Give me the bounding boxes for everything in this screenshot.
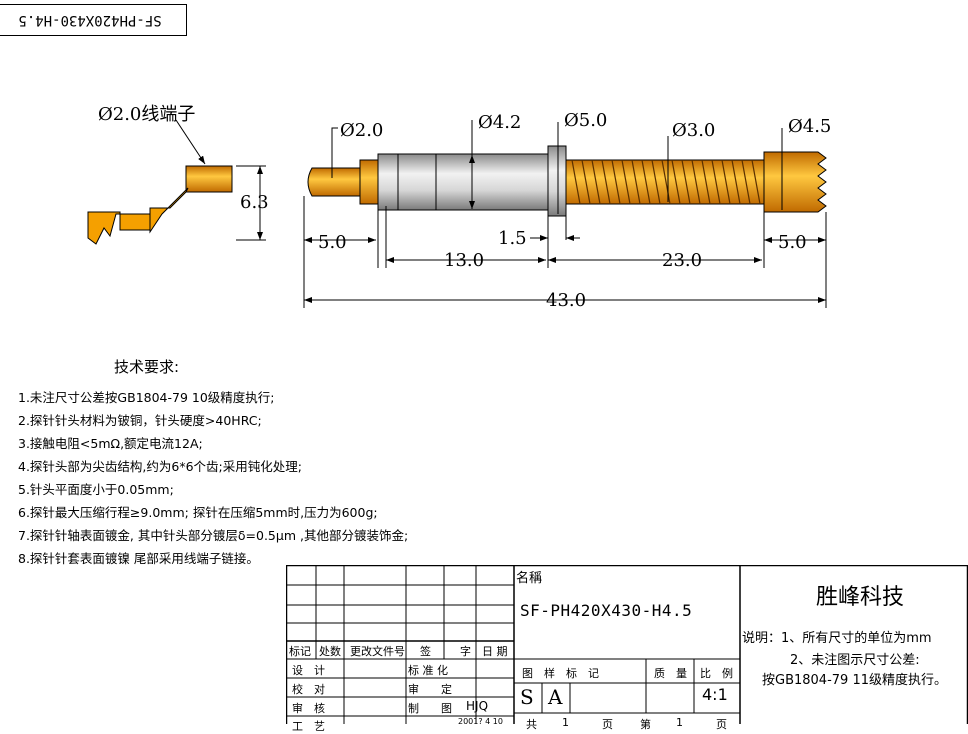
role-drafting: 制 图 [408,702,452,715]
role-design: 设 计 [292,664,325,677]
sheet-no-unit: 页 [716,718,727,731]
sheet-no-label: 第 [640,718,651,731]
spring-coil [751,159,761,205]
terminal-label: Ø2.0线端子 [98,104,195,125]
scale-value: 4:1 [702,685,728,704]
spring-coil [591,159,601,205]
header-sample-mark: 图 样 标 记 [522,667,599,680]
requirement-item: 5.针头平面度小于0.05mm; [18,482,174,497]
role-check: 校 对 [292,683,325,696]
role-process: 工 艺 [292,720,325,733]
rev-header-char: 字 [460,645,471,658]
spring-coil [641,159,651,205]
requirement-item: 2.探针针头材料为铍铜，针头硬度>40HRC; [18,413,262,428]
spring-coil [711,159,721,205]
dim-head-diameter: Ø4.5 [788,116,831,137]
spring-coil [631,159,641,205]
spring-coil [621,159,631,205]
dim-barrel-diameter: Ø4.2 [478,112,521,133]
requirement-item: 6.探针最大压缩行程≥9.0mm; 探针在压缩5mm时,压力为600g; [18,505,378,520]
note-line-2: 2、未注图示尺寸公差: [790,653,920,668]
rev-header-doc: 更改文件号 [350,645,405,658]
role-standard: 标 准 化 [408,664,448,677]
dim-tip-length: 5.0 [318,232,347,253]
spring-coil [601,159,611,205]
header-scale: 比 例 [700,667,733,680]
rev-header-date: 日 期 [482,645,508,658]
spring-coil [731,159,741,205]
dim-spring-diameter: Ø3.0 [672,120,715,141]
spring-coil [741,159,751,205]
mark-a: A [548,685,563,709]
spring-coil [681,159,691,205]
sheet-total-label: 共 [526,718,537,731]
spring-coil [571,159,581,205]
rev-header-sign: 签 [420,645,431,658]
spring-coil [611,159,621,205]
sheet-total: 1 [562,716,569,729]
spring-coil [661,159,671,205]
drafter: HJQ [466,699,489,713]
dim-total-length: 43.0 [546,290,586,311]
dim-collar-length: 1.5 [498,228,527,249]
requirement-item: 4.探针头部为尖齿结构,约为6*6个齿;采用钝化处理; [18,459,302,474]
requirements-list: 1.未注尺寸公差按GB1804-79 10级精度执行; 2.探针针头材料为铍铜，针… [18,386,408,570]
dim-spring-length: 23.0 [662,250,702,271]
spring-coil [721,159,731,205]
role-review: 审 核 [292,702,325,715]
spring-coil [581,159,591,205]
company-name: 胜峰科技 [816,585,905,610]
mirrored-part-code-box [0,4,187,36]
name-label: 名稱 [516,571,543,586]
probe-body [307,145,827,217]
dim-collar-diameter: Ø5.0 [564,110,607,131]
note-line-3: 按GB1804-79 11级精度执行。 [762,673,947,688]
header-mass: 质 量 [654,667,687,680]
requirement-item: 7.探针针轴表面镀金, 其中针头部分镀层δ=0.5μm ,其他部分镀装饰金; [18,528,409,543]
dim-tip-diameter: Ø2.0 [340,120,383,141]
rev-header-count: 处数 [319,645,341,658]
spring-coil [671,159,681,205]
sheet-total-unit: 页 [602,718,613,731]
role-approve: 审 定 [408,683,452,696]
note-line-1: 说明：1、所有尺寸的单位为mm [742,631,932,646]
dim-barrel-length: 13.0 [444,250,484,271]
requirement-item: 3.接触电阻<5mΩ,额定电流12A; [18,436,203,451]
spring-coil [691,159,701,205]
diameter-leaders [331,120,783,214]
part-number: SF-PH420X430-H4.5 [520,601,693,620]
sheet-no: 1 [676,716,683,729]
title-block: 名稱 SF-PH420X430-H4.5 胜峰科技 说明：1、所有尺寸的单位为m… [286,565,968,733]
draft-date: 2001? 4 10 [458,717,503,726]
dim-head-length: 5.0 [778,232,807,253]
rev-header-mark: 标记 [289,645,311,658]
length-dimensions [303,196,827,308]
dim-terminal-height: 6.3 [240,192,269,213]
spring-coil [651,159,661,205]
spring-coil [701,159,711,205]
requirements-title: 技术要求: [114,358,180,376]
requirement-item: 1.未注尺寸公差按GB1804-79 10级精度执行; [18,390,275,405]
mark-s: S [520,685,534,709]
wire-terminal [87,119,266,245]
requirement-item: 8.探针针套表面镀镍 尾部采用线端子链接。 [18,551,259,566]
